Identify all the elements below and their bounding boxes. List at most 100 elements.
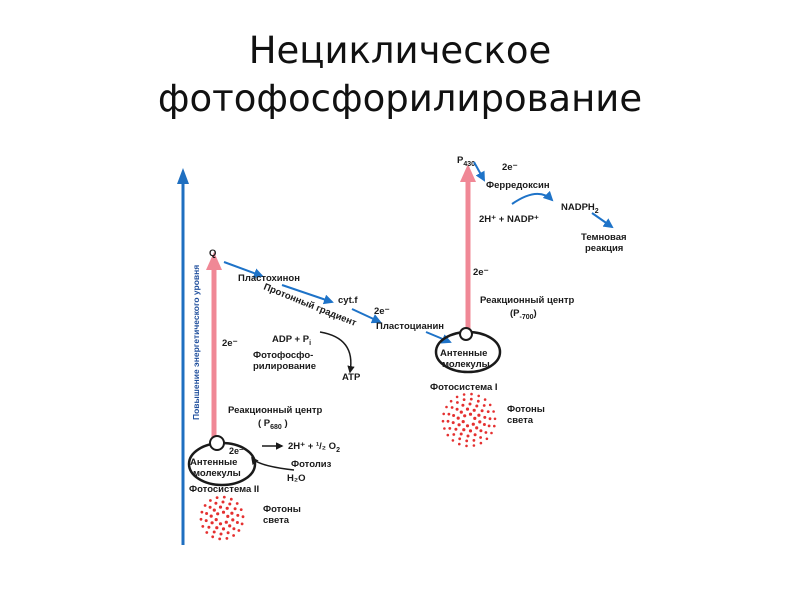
dark-reaction-line-1: Темновая — [581, 232, 627, 243]
photon-dot — [488, 403, 492, 407]
photon-dot — [468, 429, 473, 433]
ps2-reaction-center-label: Реакционный центр — [228, 405, 322, 416]
photon-dot — [209, 499, 212, 502]
energy-axis: Повышение энергетического уровня — [177, 168, 201, 545]
photon-dot — [231, 518, 235, 522]
ferredoxin-to-nadp-arrow — [511, 190, 554, 205]
ps2-p680-label: ( P680 ) — [258, 418, 288, 431]
photon-dot — [492, 410, 495, 413]
photon-dot — [486, 410, 490, 413]
photon-dot — [490, 431, 493, 435]
photon-dot — [446, 419, 450, 423]
photon-dot — [200, 510, 204, 514]
photon-dot — [218, 522, 223, 526]
photon-dot — [218, 505, 223, 509]
title-line-1: Нециклическое — [248, 29, 552, 72]
photon-dot — [445, 405, 448, 409]
photon-dot — [241, 515, 245, 519]
adp-pi-label: ADP + Pi — [272, 334, 311, 347]
ps2-water-2e-label: 2e⁻ — [229, 446, 244, 456]
plastoquinone-label: Пластохинон — [238, 273, 300, 284]
ps1-photons-burst — [441, 392, 497, 448]
photon-dot — [469, 397, 473, 401]
photon-dot — [240, 522, 244, 526]
photon-dot — [447, 412, 451, 416]
photon-dot — [212, 508, 216, 512]
photon-dot — [443, 427, 446, 430]
dark-reaction-line-2: реакция — [585, 243, 623, 254]
photon-dot — [214, 518, 218, 522]
ps1-reaction-center-circle — [459, 327, 473, 341]
photon-dot — [442, 412, 446, 416]
photon-dot — [458, 442, 461, 446]
photon-dot — [465, 407, 470, 411]
photon-dot — [451, 439, 455, 442]
photon-dot — [468, 412, 473, 416]
photon-dot — [225, 537, 229, 540]
photon-dot — [485, 437, 489, 441]
photon-dot — [458, 437, 462, 441]
photon-dot — [222, 495, 226, 499]
photon-dot — [236, 513, 240, 517]
photon-dot — [230, 511, 234, 515]
photon-dot — [483, 415, 487, 419]
photon-dot — [221, 510, 226, 514]
photon-dot — [470, 392, 473, 396]
photon-dot — [235, 502, 239, 505]
photon-dot — [229, 497, 233, 501]
photon-dot — [472, 439, 476, 442]
photon-dot — [479, 436, 482, 439]
photon-dot — [478, 420, 482, 424]
ps2-photons-line-2: света — [263, 515, 290, 526]
p430-to-ferredoxin-arrow — [473, 161, 485, 182]
photon-dot — [228, 502, 232, 506]
water-products-label: 2H⁺ + ¹/₂ O2 — [288, 441, 340, 454]
ps1-reaction-center-label: Реакционный центр — [480, 295, 574, 306]
ps2-excitation-arrow — [206, 252, 222, 448]
photon-dot — [205, 531, 209, 534]
photon-dot — [472, 444, 476, 447]
photon-dot — [473, 416, 477, 420]
photolysis-curve-arrow — [251, 456, 295, 471]
photon-dot — [462, 393, 466, 396]
photon-dot — [204, 519, 208, 523]
cytf-label: cyt.f — [338, 295, 358, 306]
photon-dot — [452, 433, 456, 436]
photon-dot — [448, 427, 452, 430]
title-line-2: фотофосфорилирование — [157, 77, 643, 120]
h2o-label: H₂O — [287, 473, 305, 484]
photon-dot — [218, 537, 222, 541]
photon-dot — [465, 439, 469, 443]
photon-dot — [475, 404, 479, 408]
q-to-plastoquinone-arrow — [223, 261, 264, 278]
photon-dot — [225, 506, 229, 510]
photon-dot — [199, 517, 203, 521]
photon-dot — [232, 527, 236, 531]
photon-dot — [465, 444, 468, 448]
photon-dot — [471, 422, 475, 426]
photosystem-1 — [434, 327, 502, 374]
photon-dot — [215, 496, 219, 499]
photolysis-label: Фотолиз — [291, 459, 332, 470]
photon-dot — [226, 514, 230, 519]
photon-dot — [456, 416, 460, 420]
nadph-to-dark-reaction-arrow — [591, 212, 614, 229]
nadp-reaction-label: 2H⁺ + NADP⁺ — [479, 214, 539, 225]
ps2-antenna-line-1: Антенные — [190, 457, 237, 468]
photon-dot — [462, 398, 466, 401]
photon-dot — [211, 535, 215, 539]
photon-dot — [457, 423, 461, 427]
photon-dot — [472, 408, 476, 412]
photon-dot — [215, 526, 219, 530]
photon-dot — [232, 534, 236, 537]
cytf-2e-label: 2e⁻ — [374, 306, 390, 317]
ps1-p700-label: (P-700) — [510, 308, 537, 321]
ps2-label: Фотосистема II — [189, 484, 259, 495]
ps2-2e-label: 2e⁻ — [222, 338, 238, 349]
ps1-excitation-arrow — [460, 164, 476, 330]
ps1-antenna-line-1: Антенные — [440, 348, 487, 359]
photon-dot — [493, 424, 496, 428]
photon-dot — [221, 527, 226, 531]
photon-dot — [461, 403, 465, 407]
